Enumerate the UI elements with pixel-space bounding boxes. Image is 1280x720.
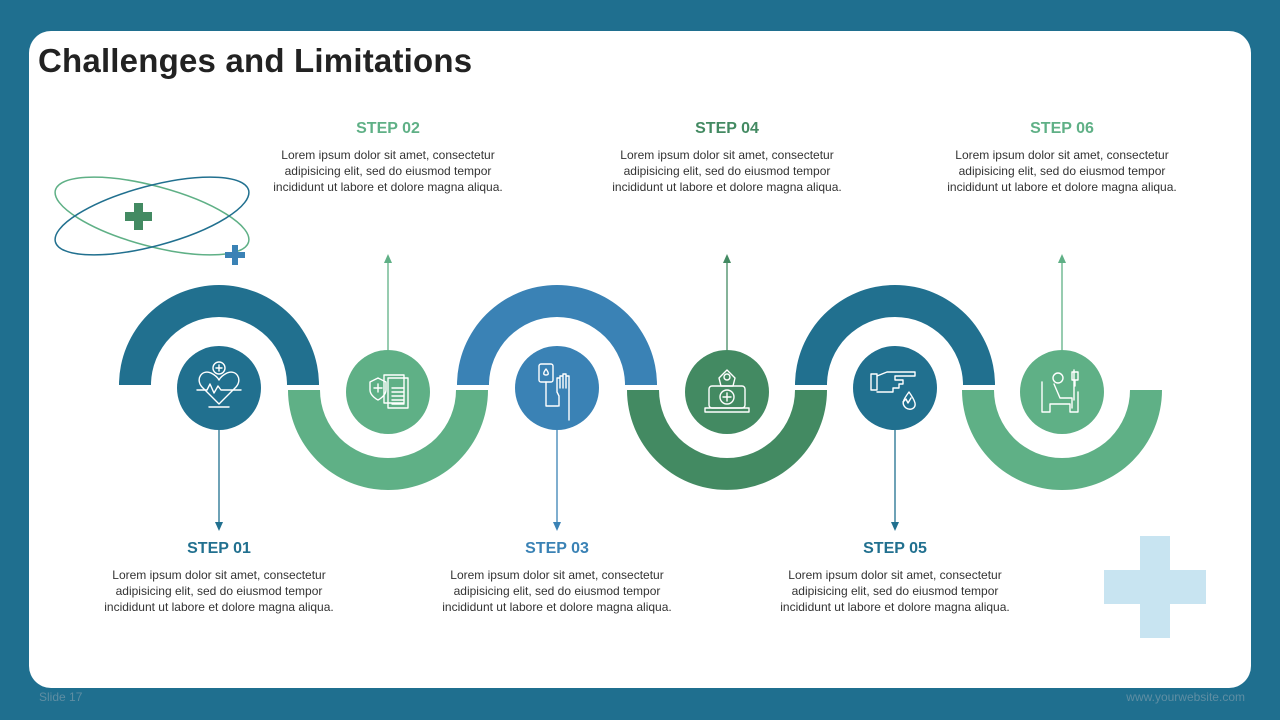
step-circle-3: [515, 346, 599, 430]
step-description: Lorem ipsum dolor sit amet, consectetur …: [442, 568, 672, 614]
arc-segment-1: [119, 285, 319, 385]
step-description: Lorem ipsum dolor sit amet, consectetur …: [612, 148, 842, 194]
blue-cross-icon: [225, 245, 245, 265]
orbit-ellipse-green: [54, 176, 250, 256]
arrow-up-icon: [1058, 254, 1066, 263]
step-text-4: STEP 04 Lorem ipsum dolor sit amet, conse…: [607, 120, 847, 195]
arc-segment-2: [288, 390, 488, 490]
step-text-6: STEP 06 Lorem ipsum dolor sit amet, conse…: [942, 120, 1182, 195]
orbit-ellipse-blue: [54, 176, 250, 256]
step-text-2: STEP 02 Lorem ipsum dolor sit amet, conse…: [268, 120, 508, 195]
step-description: Lorem ipsum dolor sit amet, consectetur …: [947, 148, 1177, 194]
step-label: STEP 01: [187, 540, 251, 557]
step-circle-4: [685, 350, 769, 434]
arc-segment-5: [795, 285, 995, 385]
step-label: STEP 02: [356, 120, 420, 137]
step-label: STEP 06: [1030, 120, 1094, 137]
arrow-down-icon: [891, 522, 899, 531]
page-title: Challenges and Limitations: [38, 42, 473, 79]
arrow-down-icon: [553, 522, 561, 531]
step-description: Lorem ipsum dolor sit amet, consectetur …: [273, 148, 503, 194]
step-description: Lorem ipsum dolor sit amet, consectetur …: [780, 568, 1010, 614]
iv-drip-hand-icon: [538, 363, 570, 421]
step-text-5: STEP 05 Lorem ipsum dolor sit amet, conse…: [775, 540, 1015, 615]
step-text-3: STEP 03 Lorem ipsum dolor sit amet, conse…: [437, 540, 677, 615]
orbit-decoration: [54, 176, 250, 265]
step-label: STEP 03: [525, 540, 589, 557]
step-label: STEP 05: [863, 540, 927, 557]
heart-health-icon: [196, 361, 242, 408]
patient-infusion-chair-icon: [1041, 369, 1079, 413]
step-label: STEP 04: [695, 120, 759, 137]
website-link: www.yourwebsite.com: [1126, 690, 1245, 704]
medical-insurance-documents-icon: [369, 374, 409, 409]
arc-segment-6: [962, 390, 1162, 490]
finger-blood-test-icon: [870, 371, 916, 410]
arrow-up-icon: [723, 254, 731, 263]
step-circle-5: [853, 346, 937, 430]
large-cross-icon: [1104, 536, 1206, 638]
green-cross-icon: [125, 203, 152, 230]
arc-segment-3: [457, 285, 657, 385]
step-circle-1: [177, 346, 261, 430]
arc-segment-4: [627, 390, 827, 490]
medical-wipes-icon: [704, 369, 750, 413]
step-text-1: STEP 01 Lorem ipsum dolor sit amet, conse…: [99, 540, 339, 615]
step-description: Lorem ipsum dolor sit amet, consectetur …: [104, 568, 334, 614]
step-circle-2: [346, 350, 430, 434]
arrow-down-icon: [215, 522, 223, 531]
arrow-up-icon: [384, 254, 392, 263]
slide-number: Slide 17: [39, 690, 83, 704]
step-circle-6: [1020, 350, 1104, 434]
